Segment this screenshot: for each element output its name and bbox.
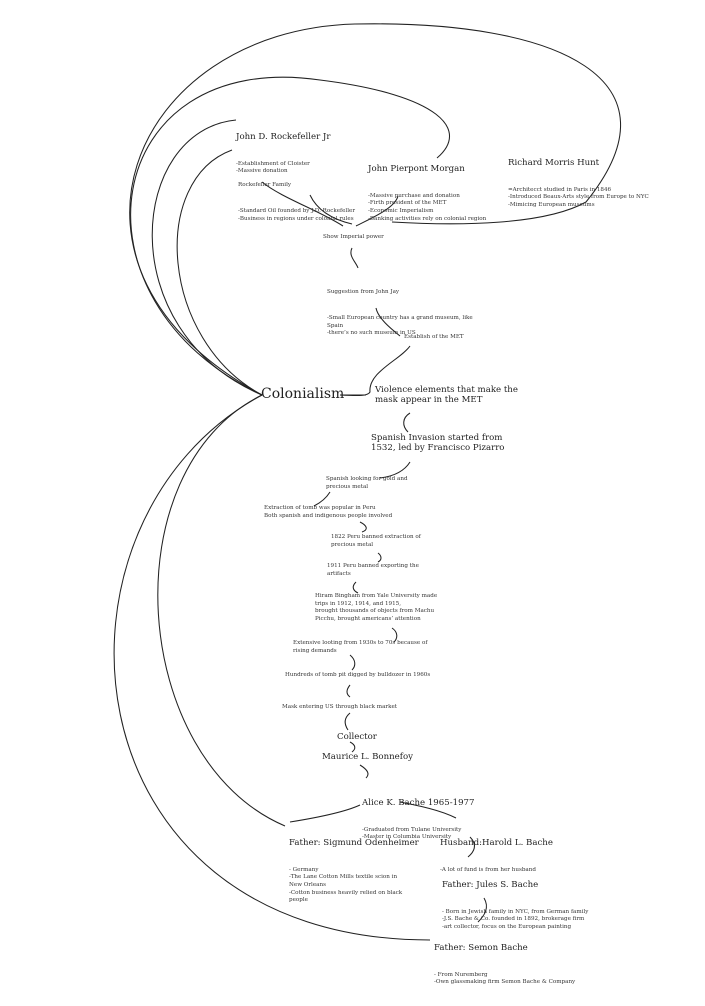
node-gold: Spanish looking for gold and precious me… <box>326 476 408 490</box>
node-bingham: Hiram Bingham from Yale University made … <box>315 593 438 622</box>
node-alice: Alice K. Bache 1965-1977 -Graduated from… <box>362 779 474 861</box>
harold-title: Husband:Harold L. Bache <box>440 837 553 848</box>
link-jay-establish <box>375 307 401 337</box>
node-bonnefoy: Maurice L. Bonnefoy <box>322 752 413 762</box>
link-violence-spanish <box>403 412 411 433</box>
rockefeller-jr-details: -Establishment of Cloister -Massive dona… <box>236 160 310 175</box>
john-jay-title: Suggestion from John Jay <box>327 288 400 295</box>
arc-rockefeller-outer <box>151 119 263 396</box>
link-1822-1911 <box>377 552 382 563</box>
morgan-title: John Pierpont Morgan <box>368 163 465 174</box>
link-morgan-imperial <box>309 194 353 225</box>
node-semon: Father: Semon Bache - From Nuremberg -Ow… <box>434 924 575 1006</box>
node-violence: Violence elements that make the mask app… <box>375 385 518 406</box>
rockefeller-family-title: Rockefeller Family <box>238 181 292 188</box>
link-family-imperial <box>261 181 344 227</box>
node-ban-1822: 1822 Peru banned extraction of precious … <box>331 534 421 548</box>
arc-rockefeller-family <box>176 149 263 396</box>
link-collector-bonnefoy <box>349 741 356 753</box>
sigmund-details: - Germany -The Lane Cotton Mills textile… <box>289 866 403 904</box>
node-morgan: John Pierpont Morgan -Massive purchase a… <box>368 145 486 242</box>
link-jules-semon <box>477 897 487 923</box>
link-tomb-1822 <box>359 521 367 533</box>
node-rockefeller-family: Rockefeller Family -Standard Oil founded… <box>238 163 355 242</box>
link-alice-harold <box>399 801 457 819</box>
node-ban-1911: 1911 Peru banned exporting the artifacts <box>327 563 419 577</box>
link-1911-bingham <box>352 581 359 594</box>
node-imperial-power: Show Imperial power <box>323 234 384 240</box>
sigmund-title: Father: Sigmund Odenheimer <box>289 837 419 848</box>
link-morgan-imperial-2 <box>355 195 399 227</box>
semon-details: - From Nuremberg -Own glassmaking firm S… <box>434 971 576 986</box>
hunt-title: Richard Morris Hunt <box>508 157 600 168</box>
node-bulldozer: Hundreds of tomb pit digged by bulldozer… <box>285 672 431 678</box>
link-gold-tomb <box>313 491 331 507</box>
link-harold-jules <box>467 836 475 858</box>
node-jules: Father: Jules S. Bache - Born in Jewish … <box>442 861 588 950</box>
node-sigmund: Father: Sigmund Odenheimer - Germany -Th… <box>289 819 419 924</box>
node-hunt: Richard Morris Hunt =Architecct studied … <box>508 139 649 228</box>
arc-semon <box>113 394 431 941</box>
link-bingham-looting <box>391 627 398 643</box>
link-establish-center <box>339 345 411 397</box>
node-harold: Husband:Harold L. Bache -A lot of fund i… <box>440 819 553 893</box>
link-imperial-jay <box>350 247 359 269</box>
central-node-colonialism: Colonialism <box>261 386 345 402</box>
rockefeller-jr-title: John D. Rockefeller Jr <box>236 131 331 142</box>
link-alice-sigmund <box>289 804 361 823</box>
semon-title: Father: Semon Bache <box>434 942 528 953</box>
link-spanish-gold <box>379 461 411 479</box>
jules-details: - Born in Jewish family in NYC, from Ger… <box>442 908 589 930</box>
arc-hunt-outer <box>129 23 621 396</box>
node-looting: Extensive looting from 1930s to 70s beca… <box>293 640 428 654</box>
link-looting-bulldozer <box>349 654 356 671</box>
node-establish-met: Establish of the MET <box>404 334 464 340</box>
hunt-details: =Architecct studied in Paris in 1846 -In… <box>508 186 649 208</box>
rockefeller-family-details: -Standard Oil founded by J.D. Rockefelle… <box>238 208 355 222</box>
harold-details: -A lot of fund is from her husband <box>440 866 536 873</box>
node-tomb: Extraction of tomb was popular in Peru B… <box>264 505 393 519</box>
arc-morgan-outer <box>130 76 450 396</box>
jules-title: Father: Jules S. Bache <box>442 879 539 890</box>
morgan-details: -Massive purchase and donation -Firth pr… <box>368 192 487 222</box>
node-rockefeller-jr: John D. Rockefeller Jr -Establishment of… <box>236 113 330 195</box>
node-black-market: Mask entering US through black market <box>282 704 398 710</box>
node-collector: Collector <box>337 732 377 742</box>
alice-details: -Graduated from Tulane University -Maste… <box>362 826 462 841</box>
node-spanish-invasion: Spanish Invasion started from 1532, led … <box>371 433 505 454</box>
arc-sigmund <box>157 394 286 827</box>
link-bonnefoy-alice <box>359 764 369 779</box>
node-john-jay: Suggestion from John Jay -Small European… <box>327 270 473 357</box>
john-jay-details: -Small European country has a grand muse… <box>327 315 473 337</box>
alice-title: Alice K. Bache 1965-1977 <box>362 797 475 808</box>
link-bulldozer-market <box>346 684 351 698</box>
link-market-collector <box>344 712 351 731</box>
